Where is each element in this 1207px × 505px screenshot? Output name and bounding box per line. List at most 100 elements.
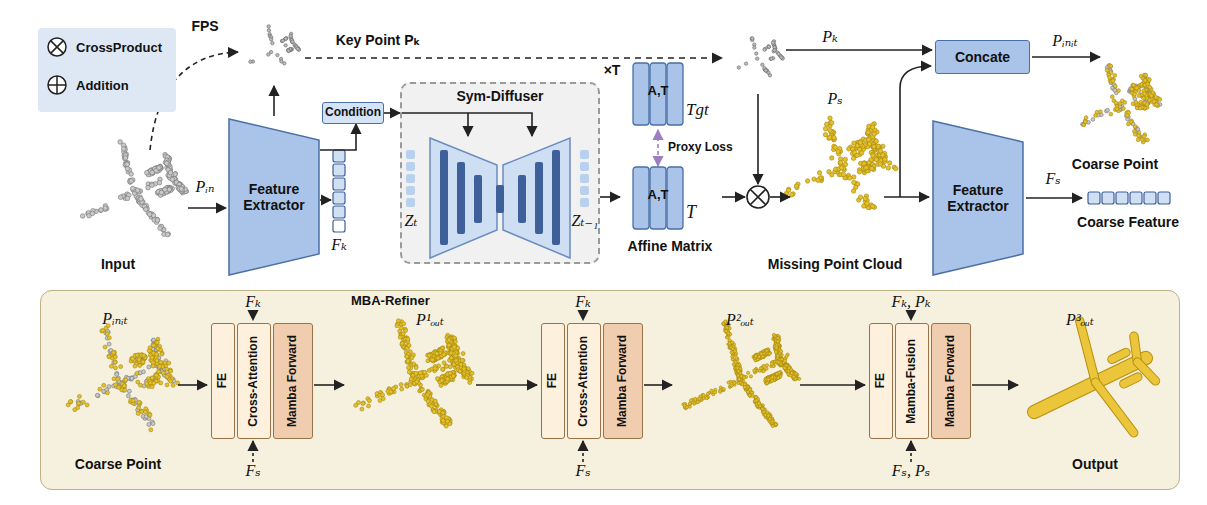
node-text: FE bbox=[874, 373, 888, 388]
caption-label: Key Point Pₖ bbox=[336, 32, 421, 48]
feature-extractor: Feature Extractor bbox=[932, 120, 1024, 276]
caption-label: Input bbox=[101, 256, 135, 272]
symbol-label: Fₖ bbox=[575, 293, 591, 311]
affine-matrix: A,TTgt bbox=[620, 62, 720, 130]
unet bbox=[430, 138, 570, 258]
point-cloud bbox=[76, 329, 175, 426]
keypoint-arrow bbox=[305, 57, 722, 59]
symbol-label: Fₖ bbox=[245, 293, 261, 311]
arrow bbox=[476, 384, 537, 386]
refiner-block: FE bbox=[869, 323, 893, 439]
node-text: Feature Extractor bbox=[234, 181, 314, 213]
symbol-label: Zₜ₋₁ bbox=[572, 212, 599, 230]
node-text: Concate bbox=[955, 49, 1010, 65]
arrow bbox=[273, 86, 275, 116]
point-cloud bbox=[354, 319, 474, 428]
refiner-block: FE bbox=[541, 323, 565, 439]
legend-item: CrossProduct bbox=[46, 36, 162, 58]
node-text: A,T bbox=[633, 188, 683, 203]
arrow bbox=[314, 384, 344, 386]
symbol-label: Pᵢₙᵢₜ bbox=[1052, 32, 1077, 50]
feature-vectors bbox=[333, 150, 1170, 232]
arrow bbox=[757, 94, 759, 184]
symbol-label: P¹ₒᵤₜ bbox=[416, 311, 444, 329]
arrow bbox=[786, 49, 932, 51]
point-cloud bbox=[1081, 64, 1162, 143]
refiner-block: Cross-Attention bbox=[567, 323, 601, 439]
node-text: Sym-Diffuser bbox=[456, 88, 543, 104]
point-cloud bbox=[1082, 64, 1162, 144]
flow-arrow bbox=[320, 124, 356, 150]
arrow bbox=[884, 196, 929, 198]
symbol-label: Zₜ bbox=[405, 212, 418, 230]
node-text: MBA-Refiner bbox=[351, 294, 430, 309]
node-text: Tgt bbox=[686, 100, 709, 120]
arrow bbox=[800, 384, 865, 386]
diffuser-module: Sym-Diffuser bbox=[400, 82, 600, 264]
refiner-panel: MBA-RefinerFE Cross-Attention Mamba Forwar… bbox=[40, 290, 1180, 490]
legend: CrossProductAddition bbox=[38, 28, 176, 112]
caption-label: FPS bbox=[191, 18, 218, 34]
legend-symbol bbox=[46, 36, 68, 58]
diffuser-fill bbox=[400, 82, 600, 264]
legend-text: Addition bbox=[76, 78, 129, 93]
node-text: T bbox=[686, 202, 696, 223]
node-text: Condition bbox=[325, 106, 381, 120]
refiner-block: Mamba-Fusion bbox=[895, 323, 929, 439]
node-text: Mamba Forward bbox=[944, 335, 958, 427]
node-text: FE bbox=[546, 373, 560, 388]
legend-symbol bbox=[46, 74, 68, 96]
edge-label: Proxy Loss bbox=[666, 140, 735, 154]
node-text: Affine Matrix bbox=[620, 238, 720, 254]
symbol-label: Pᵢₙ bbox=[196, 178, 215, 196]
symbol-label: Fₛ bbox=[245, 462, 260, 480]
arrow bbox=[178, 384, 207, 386]
wires bbox=[150, 50, 1100, 462]
flow-arrow bbox=[384, 112, 400, 114]
node-text: Cross-Attention bbox=[247, 336, 261, 427]
symbol-label: Pₖ bbox=[822, 28, 838, 46]
point-cloud bbox=[682, 320, 801, 428]
cross-product-symbol bbox=[747, 186, 769, 208]
refiner-block: FE bbox=[211, 323, 235, 439]
arrow bbox=[972, 384, 1018, 386]
output-shape bbox=[1034, 321, 1155, 433]
point-cloud bbox=[80, 140, 188, 237]
panel-fill bbox=[40, 290, 1180, 490]
symbol-label: Pₛ bbox=[827, 90, 842, 108]
node-text: Mamba Forward bbox=[616, 335, 630, 427]
node-text: Mamba-Fusion bbox=[905, 339, 919, 424]
caption-label: Output bbox=[1072, 456, 1118, 472]
arrow bbox=[900, 66, 931, 197]
condition-arrow bbox=[402, 113, 532, 136]
proxy-loss-arrow bbox=[657, 130, 659, 166]
process-box: Condition bbox=[322, 102, 384, 124]
arrow bbox=[722, 196, 745, 198]
symbol-label: Fₖ, Pₖ bbox=[891, 293, 930, 311]
node-text: FE bbox=[216, 373, 230, 388]
feature-vector bbox=[406, 150, 415, 207]
caption-label: Coarse Point bbox=[1072, 156, 1158, 172]
feature-vector bbox=[333, 150, 345, 232]
arrow bbox=[320, 199, 331, 201]
caption-label: ×T bbox=[604, 62, 621, 78]
arrow bbox=[770, 196, 790, 198]
symbol-label: Fₖ bbox=[331, 236, 347, 254]
symbol-label: P³ₒᵤₜ bbox=[1066, 311, 1094, 329]
arrow bbox=[1026, 197, 1082, 199]
symbol-label: Fₛ bbox=[1045, 170, 1060, 188]
feature-vector bbox=[1088, 192, 1170, 204]
point-cloud bbox=[784, 116, 898, 210]
point-cloud bbox=[249, 25, 301, 65]
arrow bbox=[644, 384, 672, 386]
node-text: Feature Extractor bbox=[938, 182, 1018, 214]
symbol-label: P²ₒᵤₜ bbox=[726, 311, 754, 329]
point-cloud bbox=[66, 324, 179, 432]
affine-matrix: A,TT Affine Matrix bbox=[620, 166, 720, 266]
condition-arrow bbox=[467, 113, 469, 136]
symbol-label: Fₛ bbox=[575, 462, 590, 480]
mamba-block: Mamba Forward bbox=[273, 323, 313, 439]
process-box: Concate bbox=[935, 40, 1030, 74]
node-text: A,T bbox=[633, 84, 683, 99]
